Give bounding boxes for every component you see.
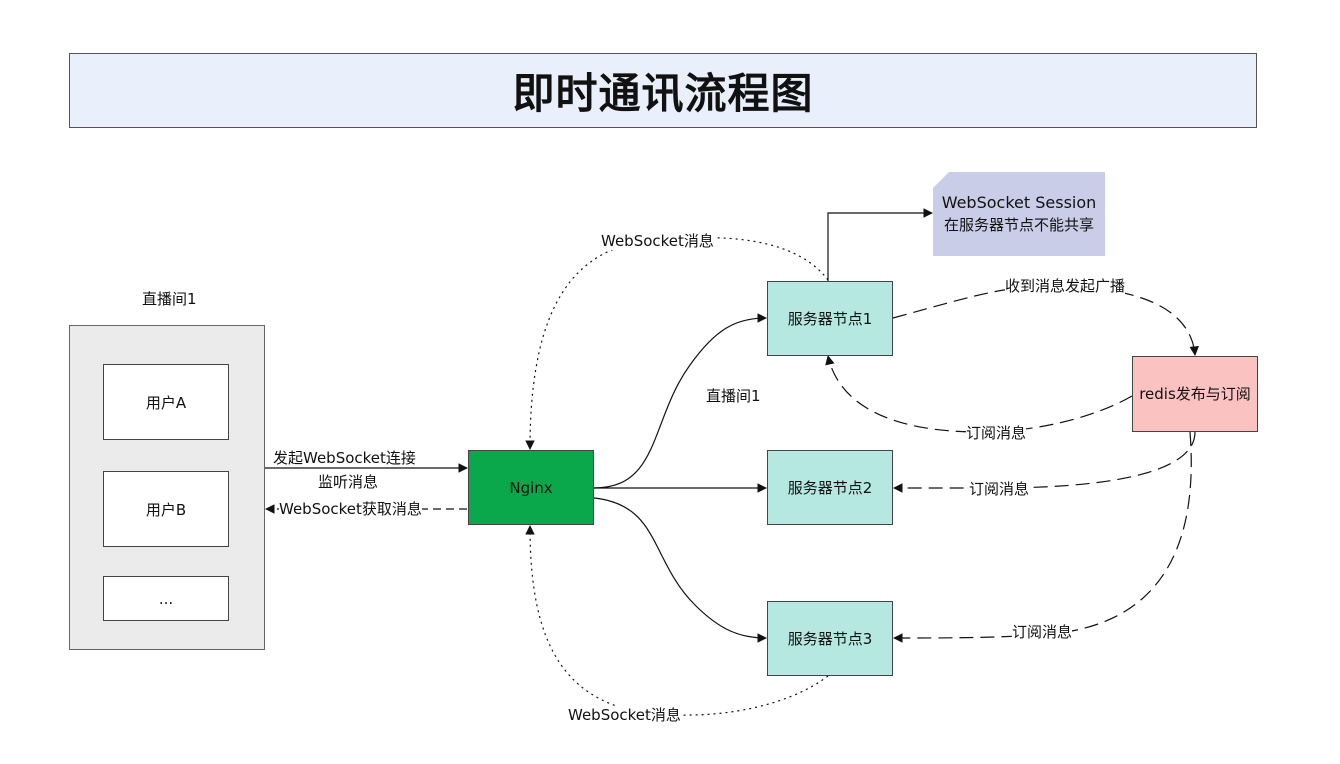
server-node-1: 服务器节点1 [767, 281, 893, 356]
label-listen: 监听消息 [318, 473, 379, 491]
edge-nginx-server1 [593, 313, 767, 489]
label-broadcast: 收到消息发起广播 [1005, 277, 1126, 295]
nginx-label: Nginx [509, 478, 553, 497]
server-node-3-label: 服务器节点3 [787, 630, 873, 648]
user-b-label: 用户B [145, 500, 187, 519]
edge-sub2 [893, 431, 1196, 493]
session-note: WebSocket Session 在服务器节点不能共享 [933, 172, 1105, 256]
user-a-label: 用户A [145, 393, 187, 412]
label-get-message: WebSocket获取消息 [279, 500, 422, 518]
edge-sub1 [825, 355, 1133, 433]
user-more-label: ... [158, 589, 174, 608]
label-subscribe-1: 订阅消息 [966, 424, 1027, 442]
label-ws-msg-top: WebSocket消息 [601, 232, 714, 250]
server-node-1-label: 服务器节点1 [787, 310, 873, 328]
redis-node: redis发布与订阅 [1132, 356, 1258, 432]
session-note-line1: WebSocket Session [941, 193, 1097, 212]
nginx-node: Nginx [468, 450, 594, 525]
label-connect: 发起WebSocket连接 [273, 449, 416, 467]
label-subscribe-2: 订阅消息 [969, 480, 1030, 498]
page-title: 即时通讯流程图 [512, 69, 814, 118]
server-node-2: 服务器节点2 [767, 450, 893, 525]
edge-sub3 [893, 431, 1192, 643]
server-node-2-label: 服务器节点2 [787, 479, 873, 497]
room-label: 直播间1 [142, 290, 197, 308]
label-ws-msg-bottom: WebSocket消息 [568, 706, 681, 724]
user-a-box: 用户A [103, 364, 229, 440]
label-subscribe-3: 订阅消息 [1012, 623, 1073, 641]
edge-broadcast [892, 285, 1199, 356]
edge-nginx-server3 [593, 497, 767, 643]
edge-server1-note [827, 208, 933, 281]
session-note-line2: 在服务器节点不能共享 [943, 216, 1094, 234]
redis-label: redis发布与订阅 [1139, 385, 1251, 403]
server-node-3: 服务器节点3 [767, 601, 893, 676]
user-b-box: 用户B [103, 471, 229, 547]
label-room-route: 直播间1 [706, 387, 761, 405]
title-banner: 即时通讯流程图 [69, 53, 1257, 128]
user-more-box: ... [103, 576, 229, 621]
